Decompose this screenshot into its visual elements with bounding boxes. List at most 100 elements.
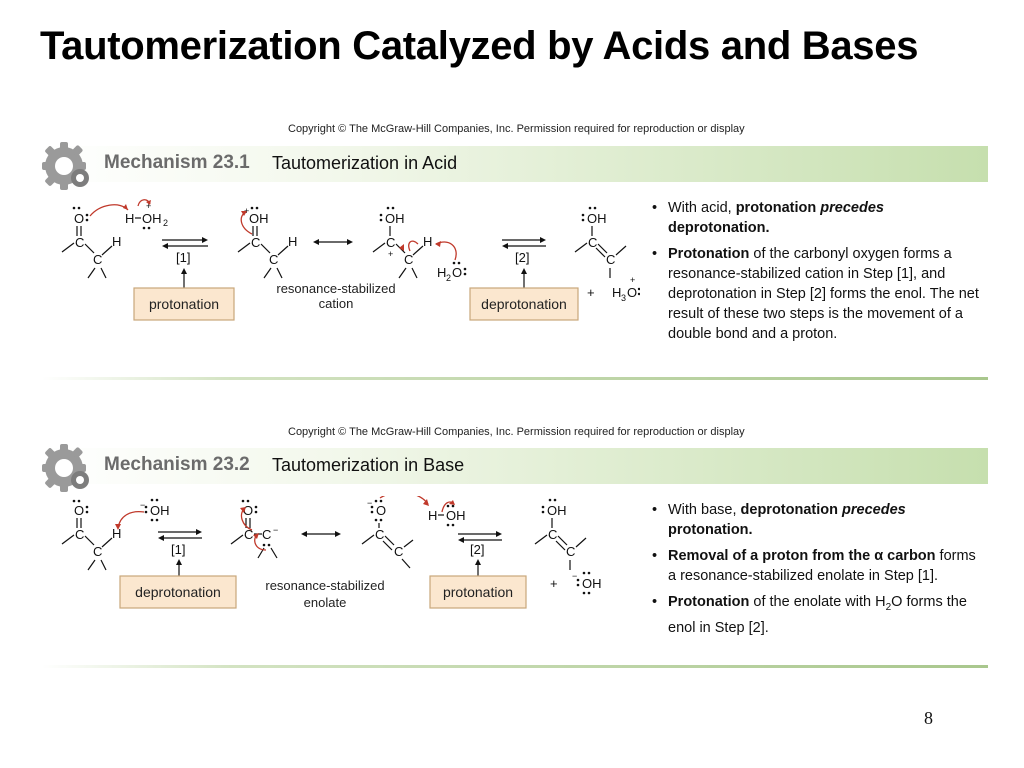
atom-label: C — [606, 252, 615, 267]
water-molecule: H OH — [428, 504, 466, 527]
atom-label: O — [74, 211, 84, 226]
step-label: [1] — [171, 542, 185, 557]
slide-title: Tautomerization Catalyzed by Acids and B… — [40, 24, 919, 68]
gear-icon — [42, 444, 89, 492]
gear-icon — [42, 142, 89, 190]
box-label: protonation — [149, 296, 219, 312]
enol-structure: OH C C — [574, 206, 627, 278]
deprotonation-step-box — [119, 575, 237, 609]
mechanism-title: Tautomerization in Base — [272, 455, 465, 475]
atom-label: OH — [547, 503, 567, 518]
intermediate-caption: resonance-stabilized — [276, 281, 395, 296]
atom-label: C — [566, 544, 575, 559]
list-item: With acid, protonation precedesdeprotona… — [650, 198, 985, 238]
step-label: [1] — [176, 250, 190, 265]
resonance-arrow — [313, 239, 353, 245]
charge: + — [388, 249, 393, 259]
subscript: 2 — [446, 273, 451, 283]
atom-label: OH — [142, 211, 162, 226]
plus-sign: + — [587, 285, 595, 300]
atom-label: H — [612, 285, 621, 300]
atom-label: H — [428, 508, 437, 523]
step-label: [2] — [470, 542, 484, 557]
intermediate-caption: enolate — [304, 595, 347, 610]
list-item: Protonation of the carbonyl oxygen forms… — [650, 244, 985, 344]
charge: + — [146, 201, 151, 211]
charge: − — [367, 498, 372, 508]
enol-structure: OH C C — [534, 498, 587, 570]
atom-label: C — [75, 527, 84, 542]
atom-label: C — [394, 544, 403, 559]
atom-label: C — [93, 544, 102, 559]
hydroxide-reagent: − OH — [140, 498, 170, 522]
protonated-carbonyl-structure: + OH C C H — [237, 206, 297, 279]
mechanism-title: Tautomerization in Acid — [272, 153, 458, 173]
atom-label: OH — [150, 503, 170, 518]
atom-label: C — [244, 527, 253, 542]
atom-label: H — [112, 526, 121, 541]
atom-label: OH — [582, 576, 602, 591]
atom-label: OH — [249, 211, 269, 226]
plus-sign: + — [550, 576, 558, 591]
atom-label: C — [269, 252, 278, 267]
atom-label: C — [548, 527, 557, 542]
section-divider — [42, 665, 988, 668]
atom-label: C — [262, 527, 271, 542]
atom-label: O — [627, 285, 637, 300]
protonation-step-box — [133, 287, 235, 321]
mechanism-number: Mechanism 23.1 — [104, 152, 250, 173]
subscript: 3 — [621, 293, 626, 303]
atom-label: O — [74, 503, 84, 518]
mechanism-number: Mechanism 23.2 — [104, 454, 250, 475]
ketone-structure: O C C H — [61, 206, 121, 279]
hydronium-reagent: H OH 2 + — [125, 201, 168, 230]
mechanism-header-base: Mechanism 23.2 Tautomerization in Base — [42, 448, 988, 484]
atom-label: H — [125, 211, 134, 226]
copyright-notice: Copyright © The McGraw-Hill Companies, I… — [288, 426, 745, 438]
intermediate-caption: cation — [319, 296, 354, 311]
atom-label: H — [112, 234, 121, 249]
resonance-arrow — [301, 531, 341, 537]
charge: − — [140, 500, 145, 510]
equilibrium-arrow-1: [1] — [162, 237, 208, 265]
list-item: Protonation of the enolate with H2O form… — [650, 592, 985, 638]
intermediate-caption: resonance-stabilized — [265, 578, 384, 593]
atom-label: C — [93, 252, 102, 267]
carbocation-structure: OH C + C H — [372, 206, 432, 279]
base-notes: With base, deprotonation precedesprotona… — [650, 500, 985, 644]
charge: − — [572, 571, 577, 581]
atom-label: C — [75, 235, 84, 250]
copyright-notice: Copyright © The McGraw-Hill Companies, I… — [288, 123, 745, 135]
section-divider — [42, 377, 988, 380]
box-label: protonation — [443, 584, 513, 600]
subscript: 2 — [163, 218, 168, 228]
hydroxide-product: − OH — [572, 571, 602, 595]
atom-label: OH — [385, 211, 405, 226]
acid-notes: With acid, protonation precedesdeprotona… — [650, 198, 985, 350]
atom-label: H — [288, 234, 297, 249]
box-label: deprotonation — [481, 296, 567, 312]
list-item: With base, deprotonation precedesprotona… — [650, 500, 985, 540]
water-molecule: H 2 O — [437, 261, 467, 283]
list-item: Removal of a proton from the α carbon fo… — [650, 546, 985, 586]
charge: − — [273, 525, 278, 535]
protonation-step-box — [429, 575, 527, 609]
equilibrium-arrow-1: [1] — [158, 529, 202, 557]
hydronium-product: H 3 O + — [612, 275, 640, 303]
base-mechanism-scheme: O C C H − OH [1] deprotonation O — [61, 496, 602, 610]
carbanion-structure: O C C − — [230, 499, 278, 559]
atom-label: H — [437, 265, 446, 280]
ketone-structure: O C C H — [61, 499, 121, 571]
page-number: 8 — [924, 708, 933, 728]
charge: + — [630, 275, 635, 285]
atom-label: C — [386, 235, 395, 250]
equilibrium-arrow-2: [2] — [502, 237, 546, 265]
box-label: deprotonation — [135, 584, 221, 600]
deprotonation-step-box — [469, 287, 579, 321]
enolate-structure: O − C C — [361, 498, 414, 569]
atom-label: C — [588, 235, 597, 250]
atom-label: C — [251, 235, 260, 250]
atom-label: O — [376, 503, 386, 518]
atom-label: C — [404, 252, 413, 267]
step-label: [2] — [515, 250, 529, 265]
